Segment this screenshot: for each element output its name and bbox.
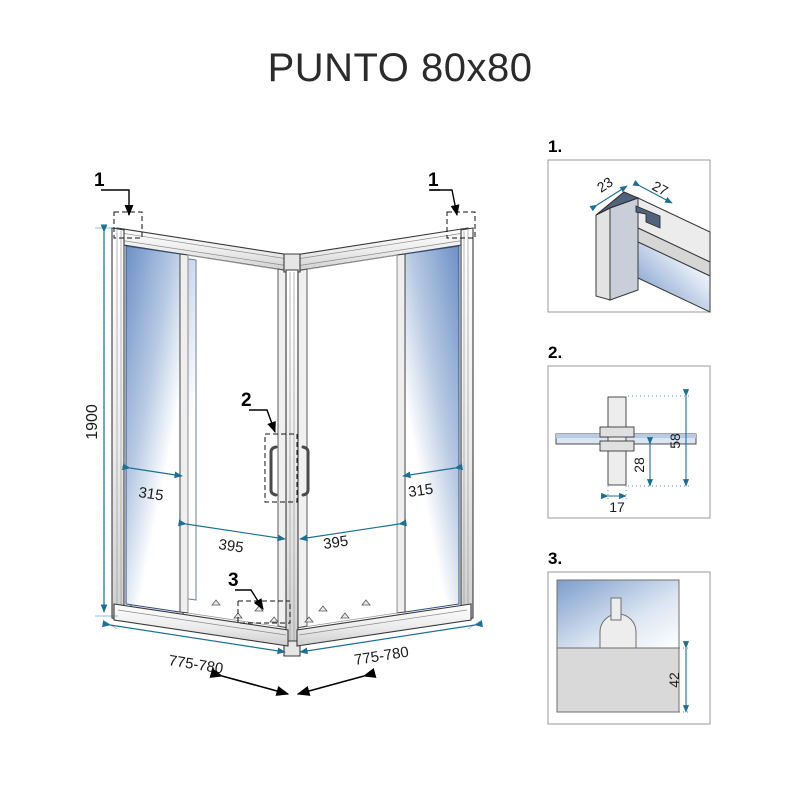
dimension-395-left-label: 395: [217, 536, 244, 556]
callout-2-label: 2: [241, 390, 252, 411]
page-title: PUNTO 80x80: [267, 46, 533, 90]
corner-post-center: [283, 253, 301, 657]
stile-right: [396, 253, 406, 614]
post-left-outer: [111, 227, 125, 621]
detail-3-number: 3.: [548, 549, 562, 568]
dimension-315-right-label: 315: [407, 481, 434, 501]
dimension-315-right: 315: [402, 463, 463, 501]
sliding-door-right: [296, 254, 398, 629]
dimension-395-right-label: 395: [322, 533, 349, 553]
handle-left: [269, 445, 278, 497]
detail-1-dim-23: 23: [594, 173, 616, 195]
detail-2-dim-58: 58: [667, 433, 683, 449]
dimension-base-right-label: 775-780: [353, 644, 410, 669]
right-side-assembly: [294, 227, 474, 629]
highlight-box-callout-1-right: [446, 211, 476, 239]
detail-2: 2. 58 28 17: [547, 343, 711, 519]
detail-2-dim-28: 28: [631, 457, 647, 473]
detail-3-roller-pin: [610, 597, 622, 621]
dimension-315-left: 315: [122, 463, 183, 504]
detail-1-number: 1.: [548, 137, 562, 156]
sliding-direction-arrows: [209, 668, 377, 696]
detail-2-number: 2.: [548, 343, 562, 362]
callout-leaders: [101, 189, 460, 610]
dimension-height: 1900: [84, 224, 118, 617]
callout-3-label: 3: [228, 570, 239, 591]
glass-right-fixed: [404, 245, 460, 613]
left-side-assembly: [111, 227, 291, 629]
door-handles: [269, 445, 310, 497]
handle-right: [301, 445, 310, 497]
dimension-315-left-label: 315: [137, 484, 164, 504]
glass-left-fixed: [125, 245, 181, 613]
callout-1-right-label: 1: [428, 170, 439, 191]
dimension-base-left-label: 775-780: [167, 652, 224, 677]
callout-1-left-label: 1: [94, 170, 105, 191]
highlight-box-callout-1-left: [113, 211, 143, 239]
post-right-outer: [460, 227, 474, 621]
highlight-box-callout-2: [264, 433, 298, 503]
detail-3: 3. 42: [547, 549, 711, 725]
stile-left: [179, 253, 189, 614]
dimension-395-right: 395: [299, 519, 407, 553]
dimension-height-label: 1900: [84, 404, 101, 440]
detail-2-dim-17: 17: [609, 499, 625, 515]
detail-3-base: [556, 647, 680, 713]
detail-1: 1. 23 27: [547, 137, 711, 313]
detail-3-dim-42: 42: [666, 672, 682, 688]
detail-1-dim-27: 27: [650, 178, 671, 200]
dimension-395-left: 395: [178, 519, 286, 556]
